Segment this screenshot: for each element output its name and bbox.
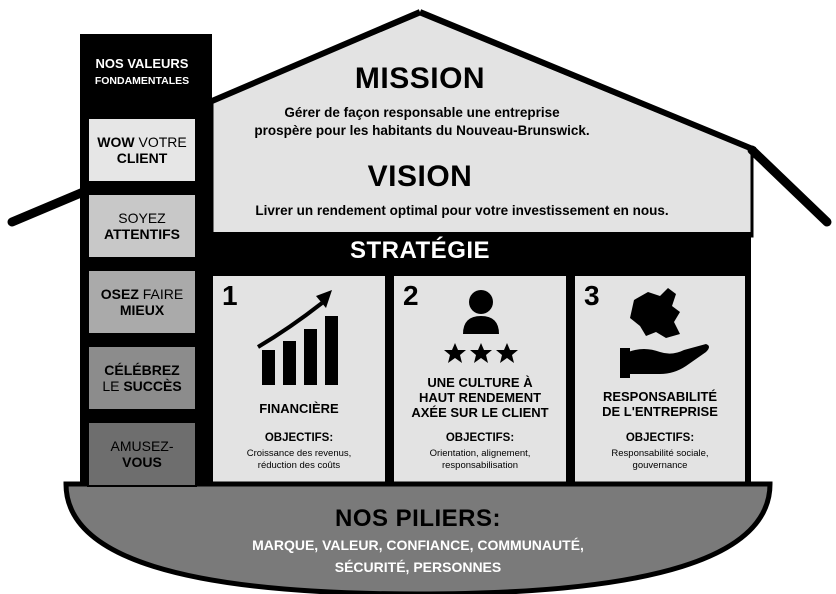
value-1-bold: WOW (97, 133, 135, 150)
value-3-line2: MIEUX (119, 302, 165, 318)
bar-chart-growth-icon (256, 290, 338, 385)
foundation-title: NOS PILIERS: (334, 505, 502, 532)
vision-text: Livrer un rendement optimal pour votre i… (255, 203, 669, 218)
strategy-bar (205, 232, 751, 270)
pillar-1-objective-line1: Croissance des revenus, (246, 448, 352, 459)
pillar-3-name-line2: DE L'ENTREPRISE (602, 403, 718, 419)
value-4-reg: LE (102, 378, 124, 394)
roof-line-right (418, 9, 757, 153)
value-dare-better: OSEZ FAIRE MIEUX (87, 269, 197, 335)
person-stars-icon (444, 290, 518, 363)
hand-province-icon (620, 288, 709, 378)
pillar-1-name: FINANCIÈRE (259, 401, 339, 416)
pillar-3-objective-line1: Responsabilité sociale, (611, 448, 709, 459)
pillar-3-number: 3 (584, 280, 600, 311)
pillar-2-objectives: Orientation, alignement, responsabilisat… (394, 448, 566, 472)
pillar-3-name-line1: RESPONSABILITÉ (602, 389, 718, 404)
pillar-2-name: UNE CULTURE À HAUT RENDEMENT AXÉE SUR LE… (394, 375, 566, 421)
value-attentive: SOYEZ ATTENTIFS (87, 193, 197, 259)
pillar-1-number: 1 (222, 280, 238, 311)
pillar-2-name-line2: HAUT RENDEMENT (418, 389, 542, 405)
pillar-2-objective-line1: Orientation, alignement, (429, 448, 531, 459)
values-header-line1: NOS VALEURS (95, 56, 189, 71)
pillar-1-objectives-label: OBJECTIFS: (264, 432, 334, 444)
pillar-2-number: 2 (403, 280, 419, 311)
pillar-2-name-line3: AXÉE SUR LE CLIENT (411, 404, 549, 420)
pillar-2-objective-line2: responsabilisation (441, 459, 519, 471)
roof-eave-left (7, 185, 93, 227)
pillar-3-objectives-label: OBJECTIFS: (625, 432, 695, 444)
value-celebrate-success: CÉLÉBREZ LE SUCCÈS (87, 345, 197, 411)
mission-line1: Gérer de façon responsable une entrepris… (284, 105, 560, 120)
value-1-line2: CLIENT (116, 150, 168, 166)
pillar-3-name: RESPONSABILITÉ DE L'ENTREPRISE (575, 389, 745, 420)
values-header-line2: FONDAMENTALES (94, 74, 190, 87)
value-4-bold: SUCCÈS (123, 378, 182, 394)
pillar-1-objective-line2: réduction des coûts (257, 459, 341, 471)
roof-line-left (203, 9, 422, 107)
value-3-reg: FAIRE (138, 285, 184, 302)
values-column-bg (80, 34, 212, 496)
pillar-2-objectives-label: OBJECTIFS: (445, 432, 515, 444)
value-5-line1: AMUSEZ- (110, 437, 174, 454)
value-1-reg: VOTRE (134, 133, 187, 150)
value-2-line1: SOYEZ (118, 209, 166, 226)
vision-title: VISION (367, 160, 473, 193)
value-have-fun: AMUSEZ- VOUS (87, 421, 197, 487)
mission-text: Gérer de façon responsable une entrepris… (212, 104, 632, 140)
foundation-line2: SÉCURITÉ, PERSONNES (334, 559, 502, 575)
pillar-3-objectives: Responsabilité sociale, gouvernance (575, 448, 745, 472)
value-4-line1: CÉLÉBREZ (104, 361, 180, 378)
value-wow-client: WOW VOTRE CLIENT (87, 117, 197, 183)
pillar-1-objectives: Croissance des revenus, réduction des co… (213, 448, 385, 472)
mission-line2: prospère pour les habitants du Nouveau-B… (254, 123, 590, 139)
foundation-line1: MARQUE, VALEUR, CONFIANCE, COMMUNAUTÉ, (252, 537, 584, 553)
pillar-3-objective-line2: gouvernance (632, 459, 688, 471)
pillar-2-name-line1: UNE CULTURE À (427, 375, 533, 390)
strategy-title: STRATÉGIE (349, 237, 491, 264)
value-5-line2: VOUS (122, 454, 162, 470)
value-3-bold: OSEZ (100, 285, 139, 302)
mission-title: MISSION (354, 62, 486, 95)
roof-eave-right (747, 145, 832, 227)
value-2-line2: ATTENTIFS (104, 226, 180, 242)
values-header: NOS VALEURS FONDAMENTALES (83, 40, 201, 104)
pillar-1-bg (213, 276, 385, 488)
